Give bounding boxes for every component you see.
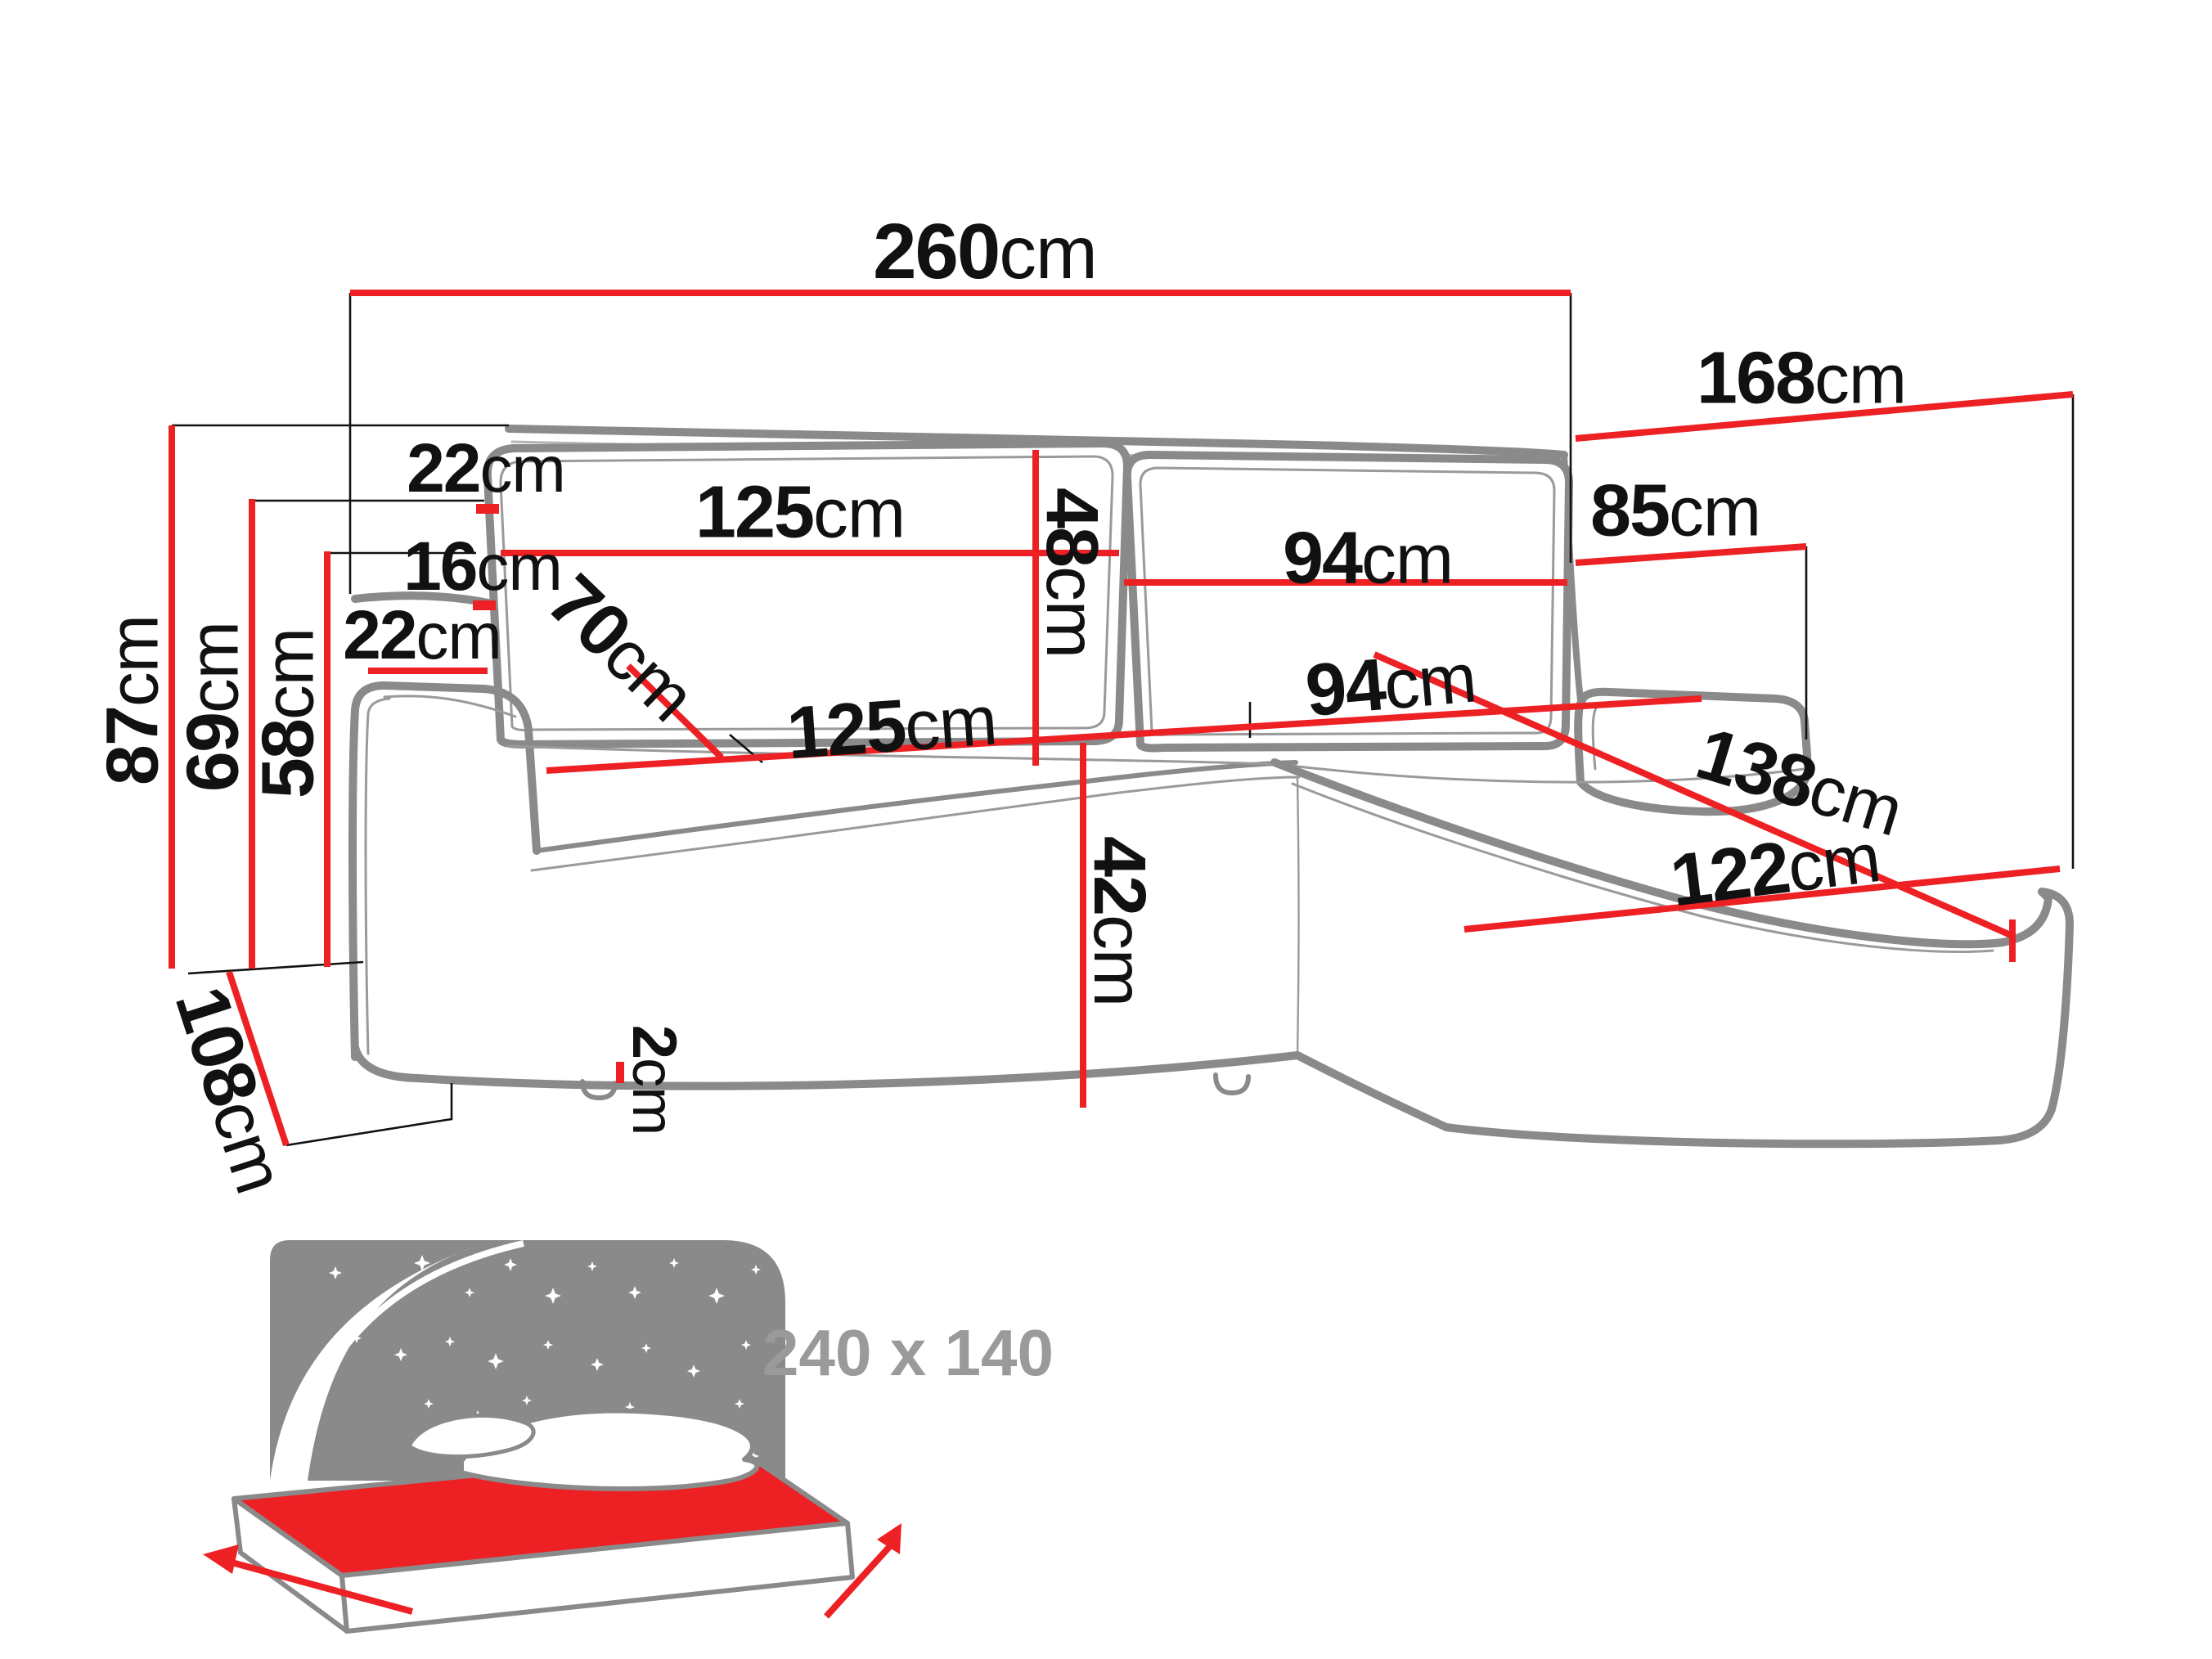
chaise-bottom-right-edge [1293, 888, 2074, 1149]
label-total-depth: 168cm [1696, 335, 1907, 420]
seat-corner-line [1296, 777, 1300, 1057]
curtain-swoosh-line [286, 1240, 524, 1481]
label-back-gap-bottom: 16cm [403, 528, 563, 605]
label-backrest-left-width: 125cm [695, 470, 906, 554]
label-leg-height: 2cm [618, 1024, 687, 1135]
curtain-swoosh-fill [270, 1247, 474, 1481]
label-sleeping-area: 240 x 140 [762, 1318, 1054, 1390]
right-armrest-inner [1591, 705, 1598, 771]
star-sparkle [687, 1365, 700, 1378]
chaise-near-edge-inner [1291, 782, 1994, 953]
left-armrest [348, 681, 541, 1061]
seat-back-hairline [506, 744, 1806, 784]
label-seat-width-left: 125cm [784, 681, 1000, 776]
star-sparkle [445, 1337, 455, 1347]
pillow [407, 1413, 536, 1459]
star-sparkle [741, 1340, 751, 1350]
left-armrest-top-inner [383, 695, 517, 718]
star-sparkle [394, 1348, 407, 1361]
star-sparkle [708, 1288, 725, 1304]
star-sparkle [329, 1266, 342, 1279]
star-sparkle [625, 1402, 635, 1412]
star-sparkle [414, 1255, 430, 1271]
line-chaise-diagonal-138 [1373, 651, 2014, 939]
star-sparkle [465, 1288, 474, 1297]
label-armrest-height: 69cm [170, 621, 254, 793]
label-seat-height: 58cm [245, 627, 330, 799]
star-sparkle [545, 1288, 561, 1304]
label-front-height: 42cm [1077, 835, 1162, 1007]
line-chaise-width-85 [1575, 543, 1807, 566]
star-sparkle [751, 1265, 761, 1275]
label-backrest-right-width: 94cm [1282, 515, 1454, 600]
line-seat-depth-70 [626, 663, 724, 760]
sofa-foot-left [580, 1079, 618, 1100]
star-sparkle [641, 1343, 651, 1353]
label-armrest-width: 22cm [343, 596, 502, 674]
star-sparkle [488, 1353, 504, 1369]
sleeping-function-bed-icon [203, 1240, 901, 1634]
star-sparkle [522, 1396, 532, 1405]
sofa-foot-right [1213, 1072, 1251, 1095]
chaise-near-edge [1270, 758, 2052, 949]
label-seat-width-right: 94cm [1302, 639, 1480, 733]
star-sparkle [669, 1258, 679, 1268]
label-backrest-height: 48cm [1030, 487, 1114, 659]
left-armrest-inner [364, 697, 391, 1055]
sofa-outline [348, 425, 2074, 1149]
line-chaise-length-122 [1463, 865, 2061, 933]
mattress-side-front [339, 1521, 855, 1634]
star-sparkle [424, 1399, 434, 1409]
star-sparkle [504, 1258, 517, 1271]
label-total-height: 87cm [90, 614, 174, 786]
red-dimension-arrows [203, 1523, 901, 1619]
label-back-gap-top: 22cm [407, 429, 566, 507]
seat-front-edge [534, 760, 1298, 853]
line-side-depth-108 [226, 970, 290, 1147]
star-sparkle [591, 1358, 604, 1371]
backrest-cushion-right [1122, 451, 1573, 753]
star-sparkle [352, 1333, 362, 1343]
star-sparkle [543, 1340, 553, 1350]
star-sparkle [628, 1286, 641, 1299]
dimension-lines [169, 290, 2074, 1147]
label-total-width: 260cm [873, 209, 1098, 296]
star-sparkle [587, 1261, 597, 1271]
line-total-depth-168 [1575, 391, 2074, 442]
sofa-bottom-edge [351, 1043, 1302, 1090]
star-sparkle [735, 1399, 744, 1409]
label-chaise-section-width: 85cm [1589, 468, 1761, 552]
sofa-back-top-edge [505, 425, 1568, 459]
seat-front-edge-lower [530, 776, 1301, 872]
